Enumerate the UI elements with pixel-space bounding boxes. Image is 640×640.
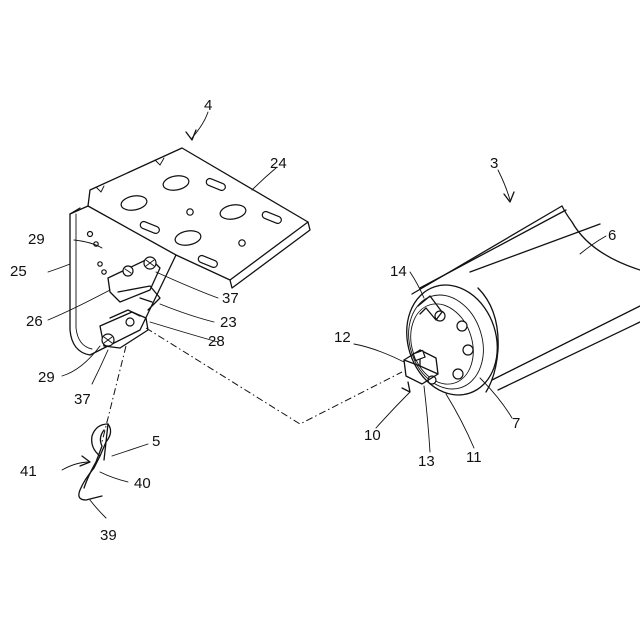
ref-4: 4 (204, 97, 212, 114)
ref-39: 39 (100, 527, 117, 544)
ref-26: 26 (26, 313, 43, 330)
plate-hole-oval-2 (120, 194, 148, 212)
ref-29-lower: 29 (38, 369, 55, 386)
ref-7: 7 (512, 415, 520, 432)
ref-14: 14 (390, 263, 407, 280)
ref-37-upper: 37 (222, 290, 239, 307)
arrow-10 (402, 382, 410, 392)
ref-23: 23 (220, 314, 237, 331)
motor-unit (393, 206, 640, 407)
plate-hole-oval-1 (162, 174, 190, 192)
ref-37-lower: 37 (74, 391, 91, 408)
arrow-41 (80, 456, 90, 466)
bracket (70, 148, 310, 355)
ref-29-upper: 29 (28, 231, 45, 248)
ref-41: 41 (20, 463, 37, 480)
plate-hole-oval-4 (174, 229, 202, 247)
ref-10: 10 (364, 427, 381, 444)
arrow-4 (186, 130, 196, 140)
reference-numerals: 4 24 3 6 29 25 26 37 23 28 29 37 14 12 1… (10, 97, 616, 544)
ref-13: 13 (418, 453, 435, 470)
ref-11: 11 (466, 449, 482, 466)
ref-5: 5 (152, 433, 160, 450)
ref-24: 24 (270, 155, 287, 172)
assembly-line-clip (102, 346, 126, 442)
ref-3: 3 (490, 155, 498, 172)
head-slot (418, 296, 442, 320)
assembly-line-motor (146, 328, 402, 424)
leader-lines (48, 112, 606, 518)
plate-hole-oval-3 (219, 203, 247, 221)
ref-28: 28 (208, 333, 225, 350)
ref-25: 25 (10, 263, 27, 280)
bracket-side-plate (70, 206, 176, 355)
ref-40: 40 (134, 475, 151, 492)
ref-12: 12 (334, 329, 351, 346)
ref-6: 6 (608, 227, 616, 244)
